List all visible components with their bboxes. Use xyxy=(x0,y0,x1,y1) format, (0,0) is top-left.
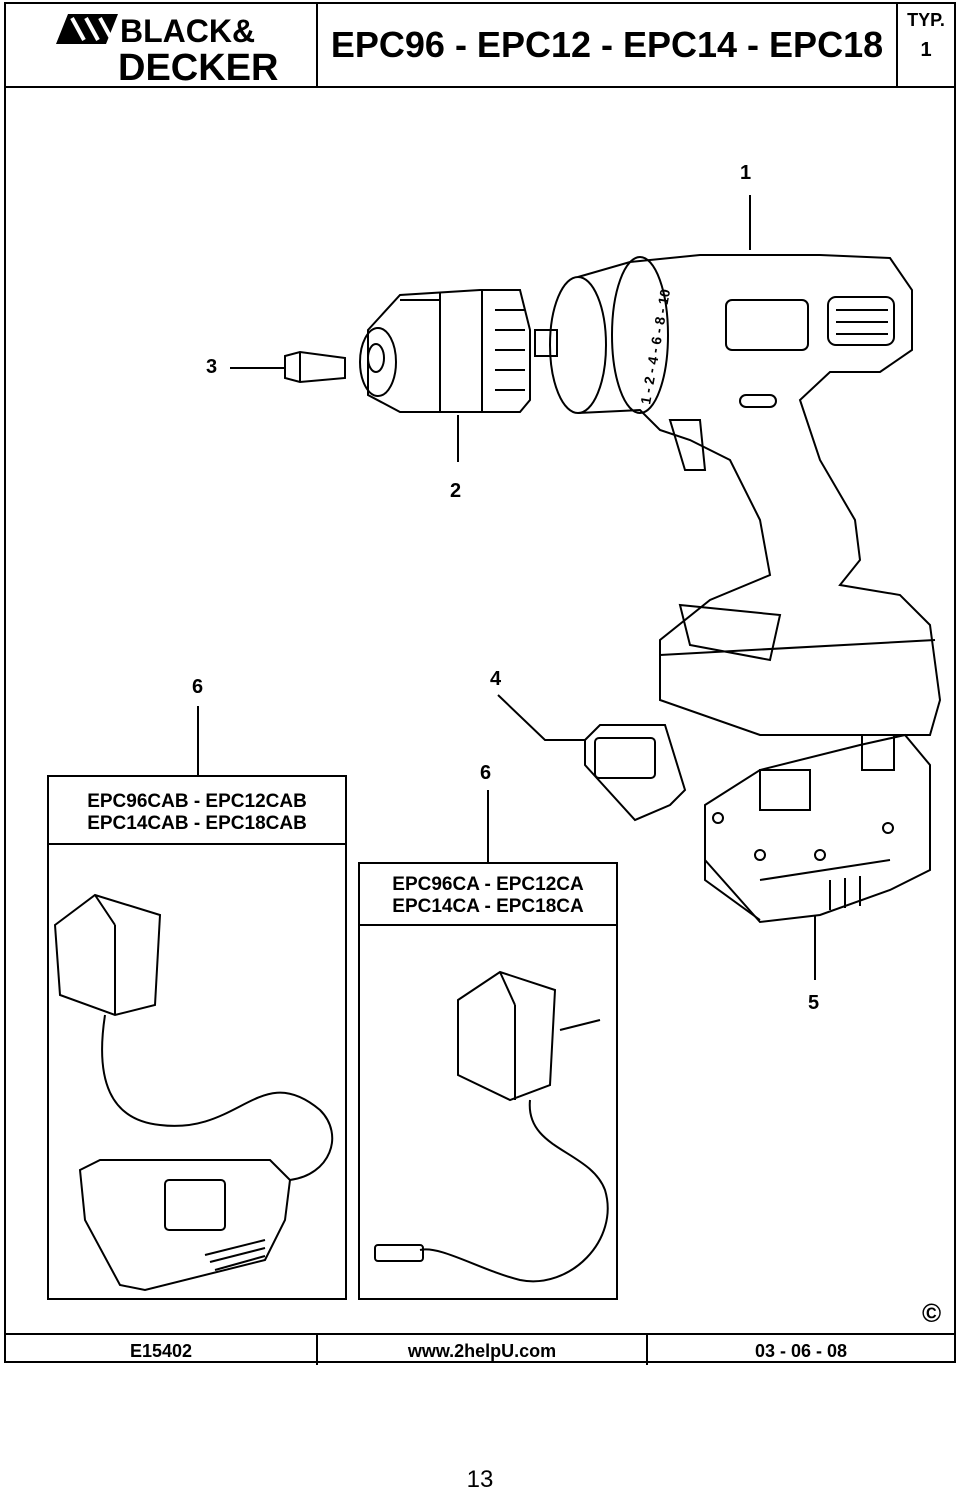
callout-chuck: 2 xyxy=(450,480,462,502)
document-title: EPC96 - EPC12 - EPC14 - EPC18 xyxy=(318,4,898,86)
page-number: 13 xyxy=(466,1466,494,1493)
left-charger-icon xyxy=(53,893,334,1292)
right-box-title: EPC96CA - EPC12CA EPC14CA - EPC18CA xyxy=(360,864,616,926)
keyless-chuck-icon xyxy=(359,289,558,413)
header: BLACK& DECKER EPC96 - EPC12 - EPC14 - EP… xyxy=(6,4,954,88)
brand-logo: BLACK& DECKER xyxy=(6,4,318,86)
callout-battery: 5 xyxy=(808,992,820,1014)
right-box-line1: EPC96CA - EPC12CA xyxy=(392,874,584,895)
footer-date: 03 - 06 - 08 xyxy=(754,1341,848,1361)
page-frame: BLACK& DECKER EPC96 - EPC12 - EPC14 - EP… xyxy=(4,2,956,1365)
bit-holder-icon xyxy=(584,724,687,822)
callout-charger-left: 6 xyxy=(192,676,204,698)
callout-bit: 3 xyxy=(206,356,218,378)
callout-bit-holder: 4 xyxy=(490,668,502,690)
brand-line2: DECKER xyxy=(118,47,278,86)
left-box-line1: EPC96CAB - EPC12CAB xyxy=(87,791,307,812)
drill-body-icon: 1 - 2 - 4 - 6 - 8 - 10 xyxy=(549,254,942,736)
type-number: 1 xyxy=(920,39,932,61)
copyright-icon: © xyxy=(922,1298,942,1328)
callout-drill: 1 xyxy=(740,162,752,184)
brand-line1: BLACK& xyxy=(120,13,255,49)
leader-lines xyxy=(197,195,816,980)
right-charger-box: EPC96CA - EPC12CA EPC14CA - EPC18CA xyxy=(358,862,618,1300)
screwdriver-bit-icon xyxy=(284,350,346,384)
footer: E15402 www.2helpU.com 03 - 06 - 08 xyxy=(6,1333,954,1365)
type-label: TYP. xyxy=(907,10,945,30)
left-box-line2: EPC14CAB - EPC18CAB xyxy=(87,813,307,834)
callout-charger-right: 6 xyxy=(480,762,492,784)
left-box-title: EPC96CAB - EPC12CAB EPC14CAB - EPC18CAB xyxy=(49,777,345,845)
left-charger-box: EPC96CAB - EPC12CAB EPC14CAB - EPC18CAB xyxy=(47,775,347,1300)
right-box-line2: EPC14CA - EPC18CA xyxy=(392,896,584,917)
footer-website: www.2helpU.com xyxy=(318,1335,648,1365)
footer-code: E15402 xyxy=(6,1335,318,1365)
battery-pack-icon xyxy=(704,733,931,924)
right-charger-icon xyxy=(374,970,609,1283)
brand-logo-graphic: BLACK& DECKER xyxy=(56,13,278,86)
hex-emblem-icon xyxy=(56,14,118,44)
type-cell: TYP. 1 xyxy=(898,4,954,86)
